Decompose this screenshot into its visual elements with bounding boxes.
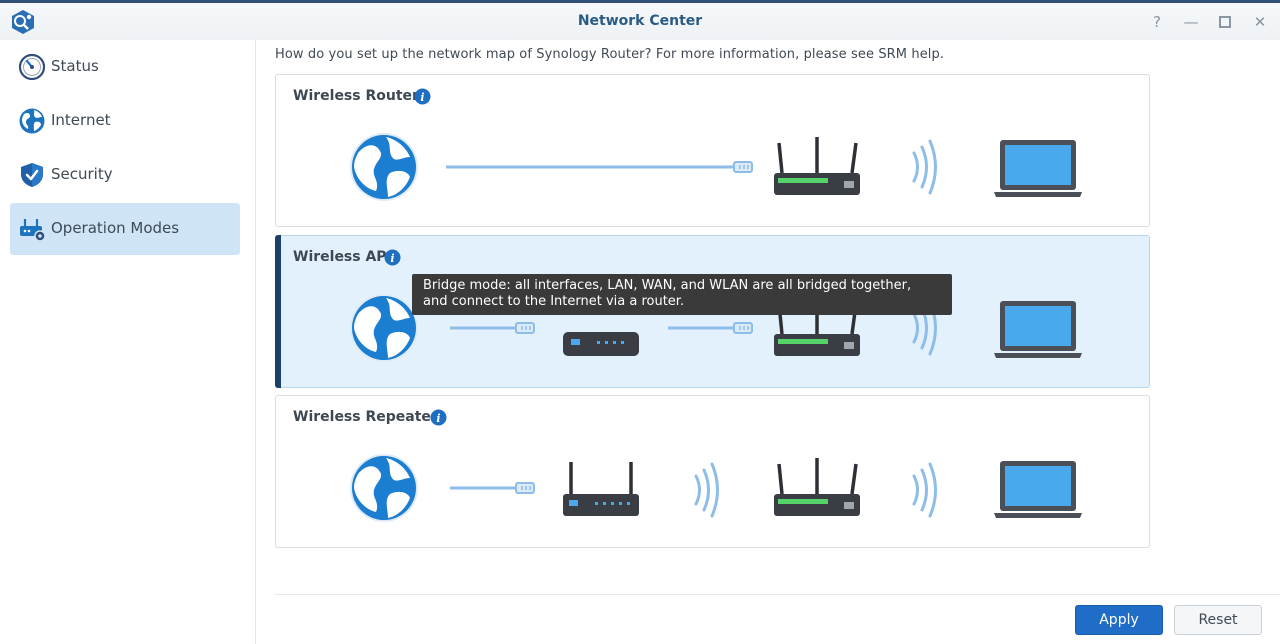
bridge-mode-tooltip: Bridge mode: all interfaces, LAN, WAN, a…	[412, 274, 952, 315]
sidebar-item-label: Internet	[51, 111, 111, 129]
router-icon	[774, 298, 860, 356]
info-icon[interactable]: i	[414, 88, 431, 105]
sidebar-item-label: Operation Modes	[51, 219, 180, 237]
sidebar-item-label: Status	[51, 57, 99, 75]
globe-icon	[350, 454, 418, 522]
help-icon[interactable]: ?	[1153, 13, 1161, 31]
ethernet-plug-icon	[515, 482, 535, 494]
footer-divider	[275, 594, 1280, 595]
mode-title: Wireless Router	[293, 88, 419, 104]
svg-text:i: i	[436, 412, 440, 425]
wifi-waves-icon	[912, 139, 937, 195]
mode-card-wireless-ap[interactable]: Wireless AP i	[275, 235, 1150, 388]
modem-icon	[563, 332, 639, 356]
info-icon[interactable]: i	[384, 249, 401, 266]
svg-text:i: i	[420, 91, 424, 104]
sidebar-item-status[interactable]: Status	[10, 41, 240, 93]
wifi-waves-icon	[694, 462, 719, 518]
minimize-icon[interactable]: —	[1183, 13, 1199, 31]
gauge-icon	[18, 53, 46, 81]
shield-icon	[21, 163, 43, 187]
wifi-waves-icon	[912, 462, 937, 518]
router-icon	[774, 458, 860, 516]
sidebar-item-operation-modes[interactable]: Operation Modes	[10, 203, 240, 255]
ethernet-plug-icon	[733, 161, 753, 173]
mode-title: Wireless Repeater	[293, 409, 438, 425]
tooltip-line: and connect to the Internet via a router…	[423, 294, 685, 309]
info-icon[interactable]: i	[430, 409, 447, 426]
main-panel: How do you set up the network map of Syn…	[257, 40, 1280, 644]
globe-icon	[19, 108, 45, 134]
globe-icon	[350, 294, 418, 362]
reset-button[interactable]: Reset	[1174, 605, 1262, 635]
router-icon	[563, 462, 639, 516]
laptop-icon	[994, 301, 1082, 358]
mode-card-wireless-router[interactable]: Wireless Router i	[275, 74, 1150, 227]
ethernet-plug-icon	[733, 322, 753, 334]
network-diagram	[350, 454, 1082, 522]
sidebar-item-label: Security	[51, 165, 113, 183]
laptop-icon	[994, 140, 1082, 197]
intro-text: How do you set up the network map of Syn…	[275, 47, 945, 62]
laptop-icon	[994, 461, 1082, 518]
ethernet-plug-icon	[515, 322, 535, 334]
network-diagram	[350, 133, 1082, 201]
maximize-icon[interactable]	[1214, 11, 1236, 33]
svg-text:i: i	[390, 252, 394, 265]
sidebar: Status Internet Security Operation Modes	[0, 40, 256, 644]
title-bar: Network Center ? — ✕	[0, 0, 1280, 40]
tooltip-line: Bridge mode: all interfaces, LAN, WAN, a…	[423, 278, 912, 293]
sidebar-item-internet[interactable]: Internet	[10, 95, 240, 147]
router-gear-icon	[20, 219, 46, 242]
close-icon[interactable]: ✕	[1253, 13, 1267, 31]
mode-title: Wireless AP	[293, 249, 387, 265]
mode-card-wireless-repeater[interactable]: Wireless Repeater i	[275, 395, 1150, 548]
sidebar-item-security[interactable]: Security	[10, 149, 240, 201]
router-icon	[774, 137, 860, 195]
network-center-app-icon	[12, 10, 34, 34]
globe-icon	[350, 133, 418, 201]
apply-button[interactable]: Apply	[1075, 605, 1163, 635]
window-title: Network Center	[577, 13, 703, 29]
